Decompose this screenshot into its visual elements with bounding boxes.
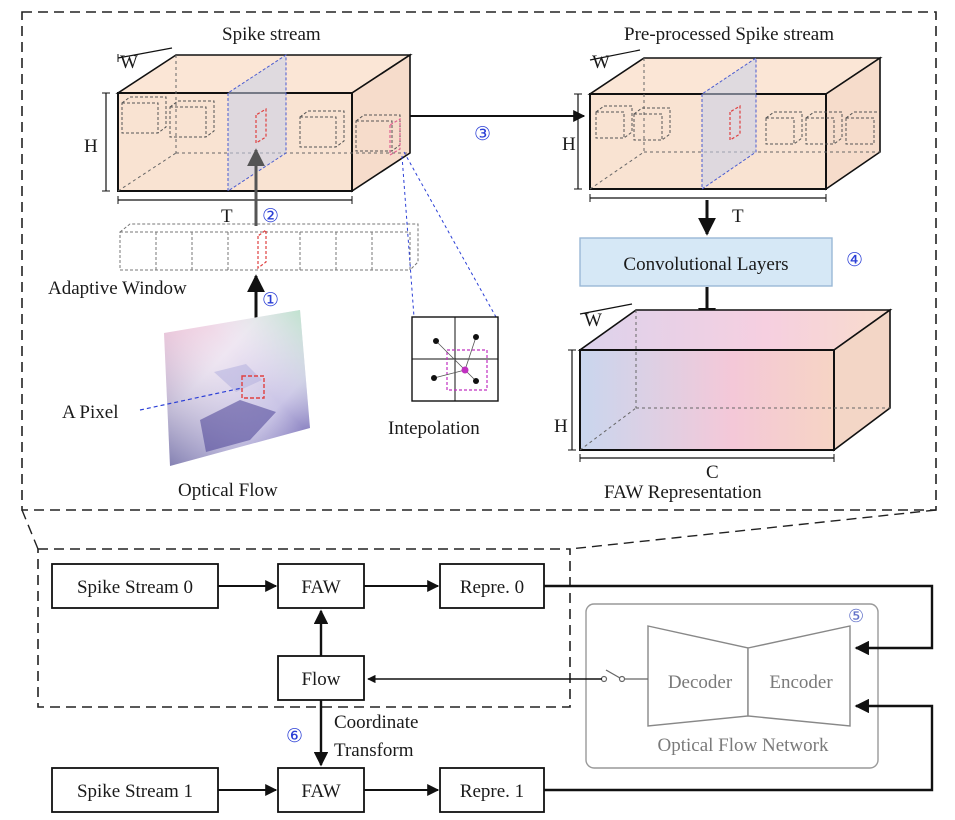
faw-repr-w-label: W [584,310,602,331]
spike-stream-title: Spike stream [222,24,321,45]
adaptive-window-row [119,223,419,271]
spike-stream-1-box [51,767,219,813]
step-4-number: ④ [846,250,863,271]
coordinate-transform-line-1: Coordinate [334,712,418,733]
adaptive-window-red-cell [257,228,267,270]
arrow-repre1-to-network [544,698,934,792]
faw-repr-title: FAW Representation [604,482,762,503]
bottom-dashed-panel [37,548,571,708]
faw-1-label: FAW [301,781,340,802]
faw-representation-cube [568,303,893,462]
decoder-label: Decoder [668,672,733,693]
encoder-shape [747,625,851,727]
spike-stream-h-label: H [84,136,98,157]
preprocessed-h-label: H [562,134,576,155]
zoom-connector-right [569,509,937,550]
a-pixel-label: A Pixel [62,402,118,423]
conv-layers-box [579,237,833,287]
optical-flow-network-box [585,603,879,769]
step-1-number: ① [262,290,279,311]
step-5-number: ⑤ [848,606,864,626]
preprocessed-cube [574,49,883,202]
interpolation-inset [411,316,499,402]
coordinate-transform-line-2: Transform [334,740,414,761]
arrow-repre0-to-network [544,584,934,656]
optical-flow-label: Optical Flow [178,480,278,501]
repre-0-label: Repre. 0 [460,577,524,598]
a-pixel-pointer [139,387,243,411]
optical-flow-network-title: Optical Flow Network [658,735,829,756]
zoom-connector-left [21,509,39,550]
spike-stream-w-label: W [120,52,138,73]
faw-repr-h-label: H [554,416,568,437]
flow-label: Flow [301,669,340,690]
conv-layers-label: Convolutional Layers [623,254,788,275]
faw-repr-c-label: C [706,462,719,483]
spike-stream-1-label: Spike Stream 1 [77,781,193,802]
optical-flow-image [164,310,310,466]
switch-icon [600,669,648,683]
repre-0-box [439,563,545,609]
preprocessed-title: Pre-processed Spike stream [624,24,834,45]
preprocessed-w-label: W [592,52,610,73]
interp-zoom-line-1 [401,155,415,318]
faw-0-label: FAW [301,577,340,598]
repre-1-label: Repre. 1 [460,781,524,802]
step-6-number: ⑥ [286,726,303,747]
top-dashed-panel [21,11,937,511]
faw-0-box [277,563,365,609]
step-2-number: ② [262,206,279,227]
spike-stream-0-box [51,563,219,609]
encoder-label: Encoder [769,672,833,693]
spike-stream-t-label: T [221,206,233,227]
spike-stream-cube [102,47,413,204]
interpolation-label: Intepolation [388,418,480,439]
spike-stream-0-label: Spike Stream 0 [77,577,193,598]
step-3-number: ③ [474,124,491,145]
interp-zoom-line-2 [403,151,497,318]
preprocessed-t-label: T [732,206,744,227]
adaptive-window-label: Adaptive Window [48,278,187,299]
